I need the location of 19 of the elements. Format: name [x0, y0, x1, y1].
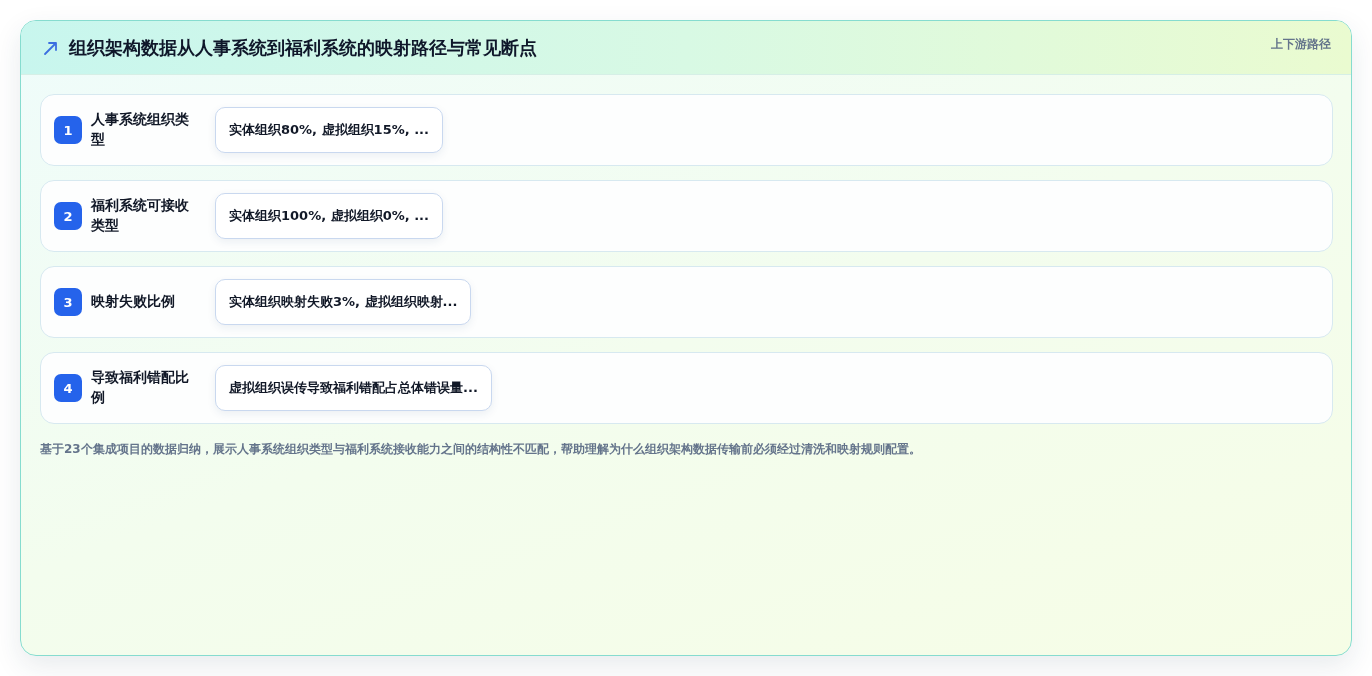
- step-row: [40, 94, 1333, 166]
- diagram-title: 组织架构数据从人事系统到福利系统的映射路径与常见断点: [69, 35, 537, 60]
- step-row: [40, 266, 1333, 338]
- step-row: [40, 352, 1333, 424]
- step-number: 2: [54, 202, 82, 230]
- value-tag: 实体组织100%, 虚拟组织0%, ...: [215, 193, 443, 239]
- value-tag: 实体组织映射失败3%, 虚拟组织映射...: [215, 279, 472, 325]
- step-label: 福利系统可接收类型: [91, 196, 190, 235]
- step-label: 导致福利错配比例: [91, 368, 190, 407]
- step-label: 人事系统组织类型: [91, 110, 190, 149]
- step-number: 1: [54, 116, 82, 144]
- step-label: 映射失败比例: [91, 292, 176, 312]
- caption-text: 基于23个集成项目的数据归纳，展示人事系统组织类型与福利系统接收能力之间的结构性不匹配，帮助理解为什么组织架构数据传输前必须经过清洗和映射规则配置。: [40, 441, 922, 458]
- value-tag: 实体组织80%, 虚拟组织15%, ...: [215, 107, 443, 153]
- step-row: [40, 180, 1333, 252]
- value-tag: 虚拟组织误传导致福利错配占总体错误量...: [215, 365, 492, 411]
- section-tag: 上下游路径: [1271, 36, 1331, 53]
- step-number: 3: [54, 288, 82, 316]
- step-number: 4: [54, 374, 82, 402]
